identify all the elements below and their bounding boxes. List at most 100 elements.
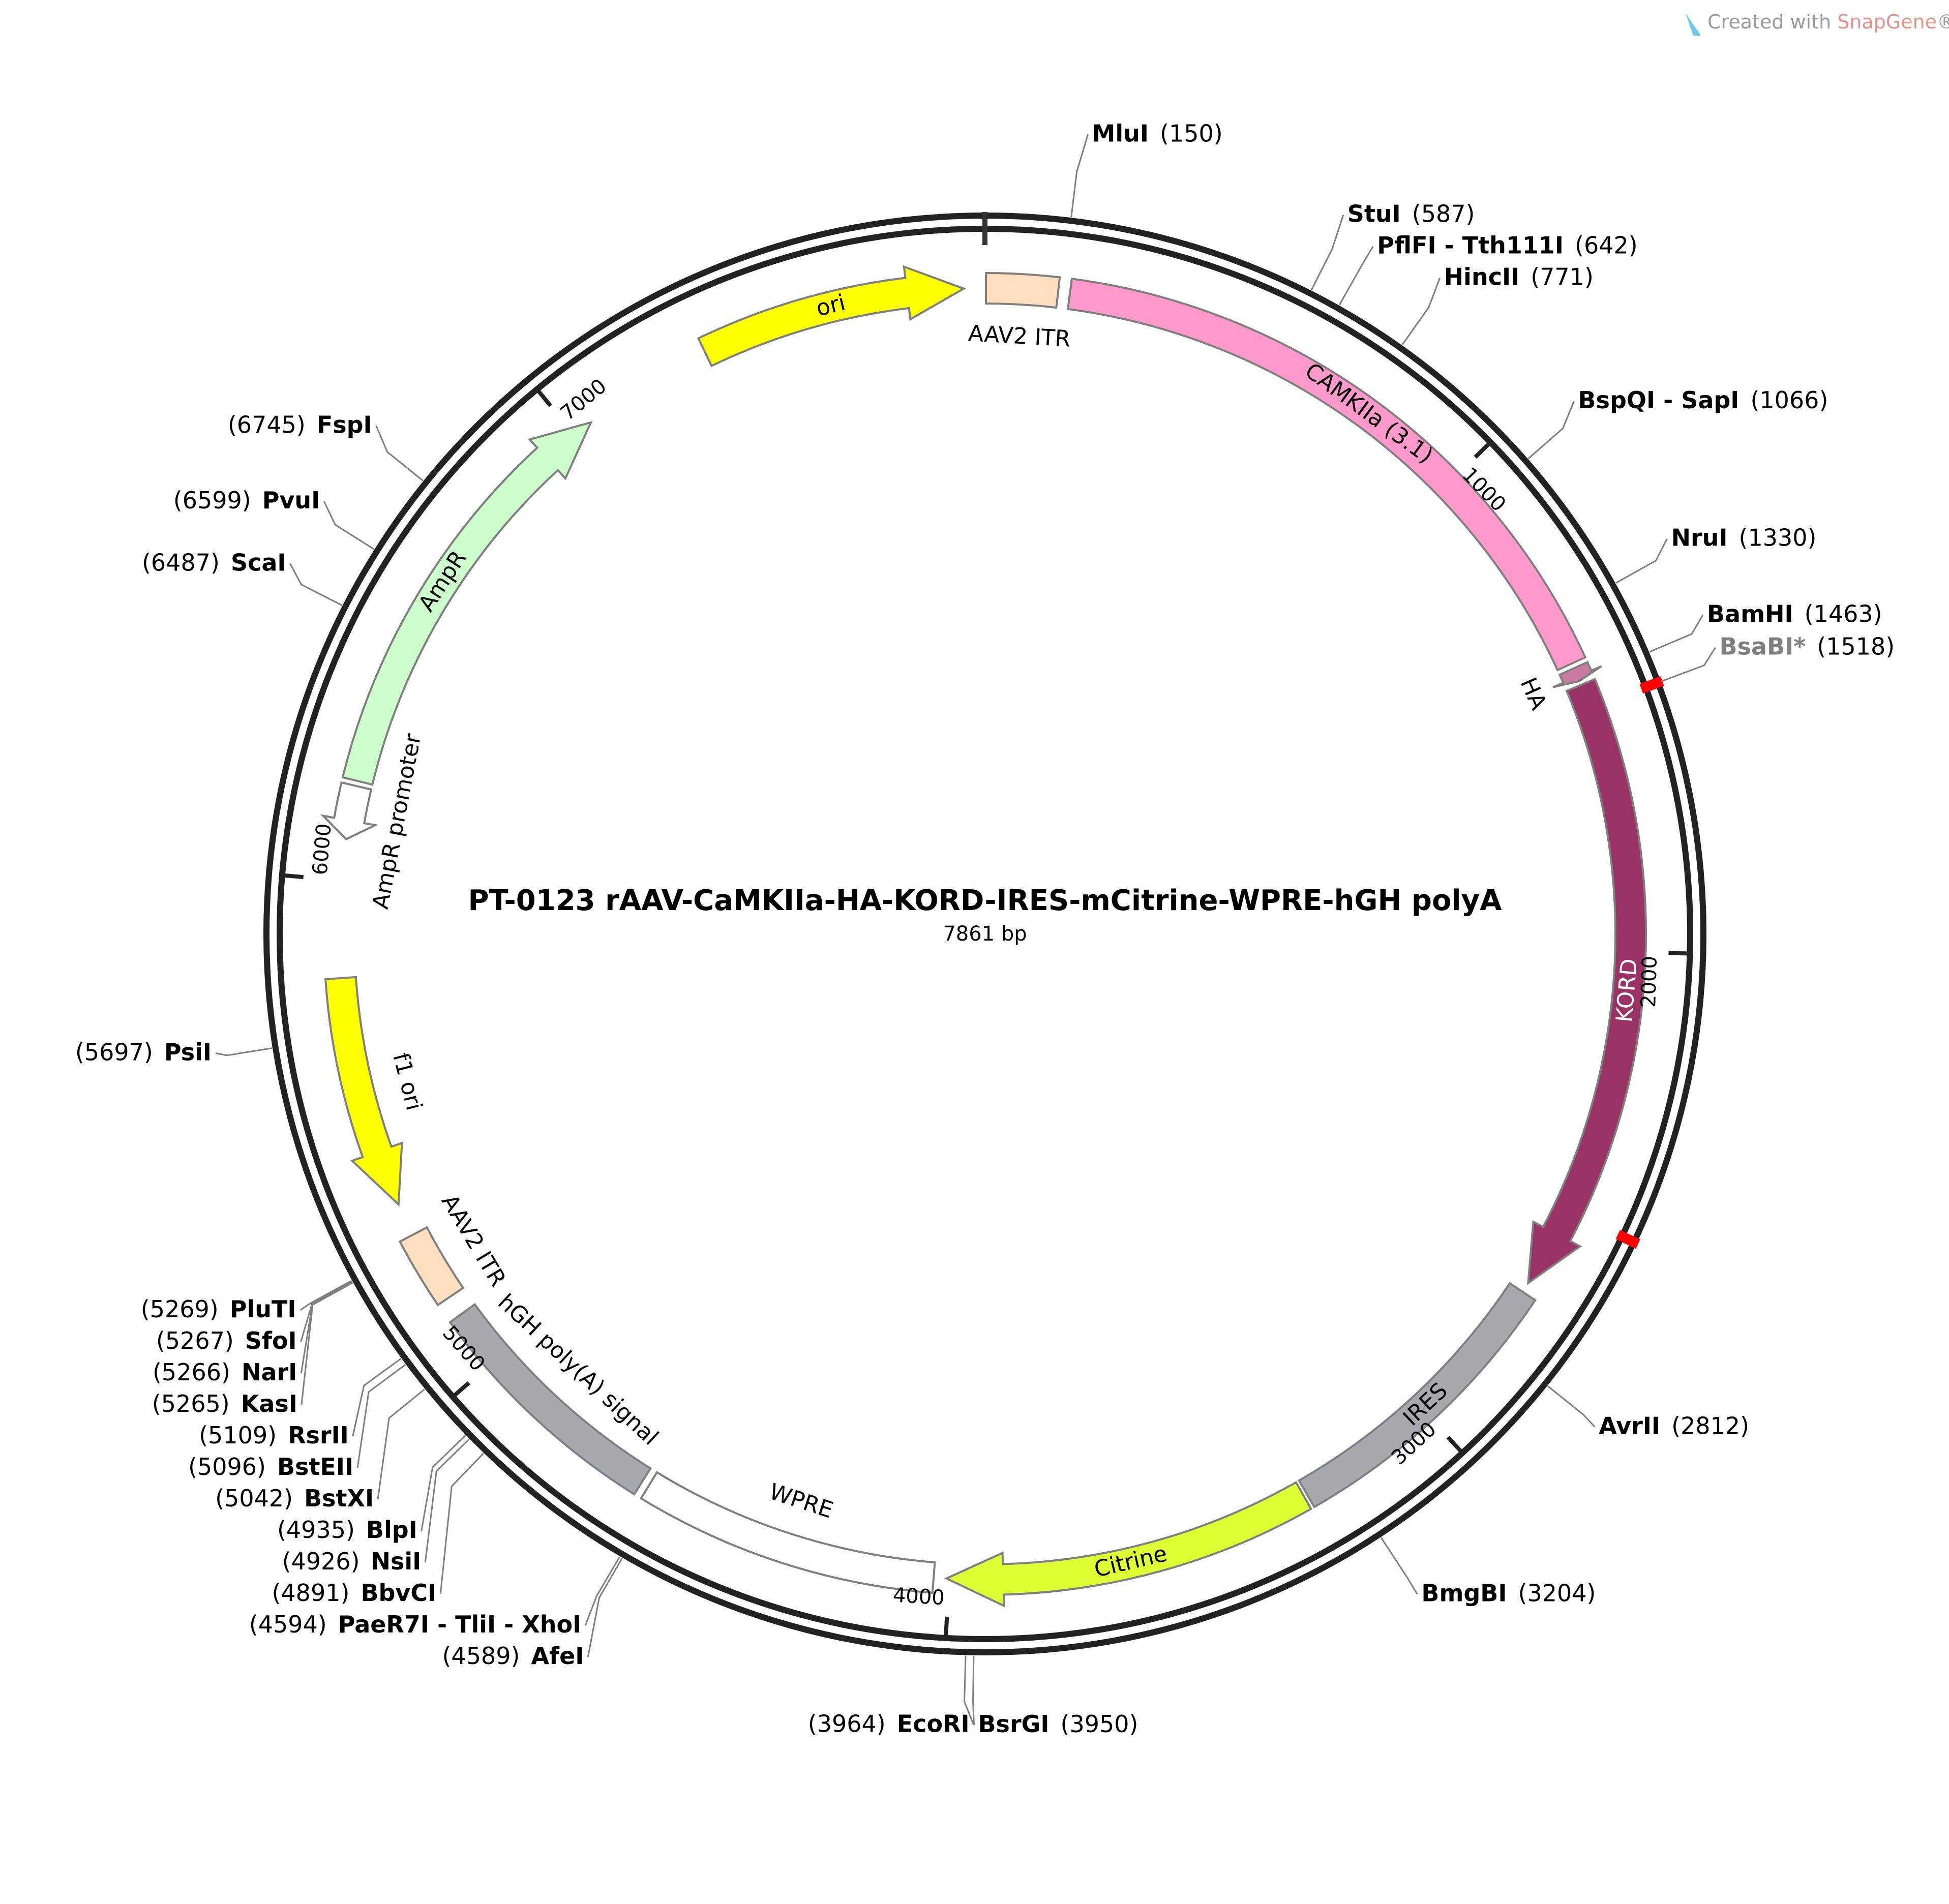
enzyme-name: BsrGI [978, 1710, 1050, 1738]
enzyme-name: EcoRI [897, 1710, 970, 1737]
enzyme-leader-line [1661, 647, 1716, 682]
enzyme-kasi: (5265) KasI [152, 1390, 297, 1417]
enzyme-name: NsiI [371, 1548, 422, 1575]
enzyme-position: (771) [1531, 263, 1594, 291]
enzyme-avrii: AvrII(2812) [1599, 1412, 1749, 1439]
feature-label: HA [1515, 674, 1551, 713]
enzyme-pvui: (6599)PvuI [173, 487, 320, 514]
enzyme-rsrii: (5109)RsrII [199, 1422, 349, 1449]
enzyme-leader-line [301, 1282, 353, 1405]
tick-mark [1446, 1436, 1462, 1453]
feature-f1-ori [324, 976, 403, 1207]
svg-text:Created with SnapGene®: Created with SnapGene® [1707, 11, 1949, 33]
enzyme-name: HincII [1444, 263, 1520, 291]
enzyme-pluti: (5269)PluTI [141, 1295, 296, 1323]
enzyme-position: (4589) [442, 1642, 520, 1670]
enzyme-position: (1066) [1750, 386, 1828, 414]
feature-aav2-itr [398, 1226, 465, 1307]
credit-brand: SnapGene [1837, 11, 1937, 33]
enzyme-bstxi: (5042)BstXI [215, 1485, 374, 1512]
enzyme-name: BstEII [277, 1453, 353, 1480]
plasmid-backbone [263, 212, 1706, 1655]
enzyme-paer7i-tlii-xhoi: (4594) PaeR7I - TliI - XhoI [249, 1611, 581, 1638]
highlight-marker [1615, 1230, 1640, 1249]
enzyme-position: (5697) [75, 1038, 153, 1066]
enzyme-position: (5109) [199, 1422, 277, 1449]
enzyme-leader-line [424, 1438, 470, 1563]
enzyme-name: FspI [317, 411, 372, 438]
enzyme-afei: (4589)AfeI [442, 1642, 584, 1670]
feature-label: f1 ori [387, 1050, 427, 1113]
enzyme-nrui: NruI (1330) [1671, 524, 1817, 552]
enzyme-leader-line [377, 1388, 425, 1500]
enzyme-leader-line [584, 1556, 620, 1626]
enzyme-scai: (6487) ScaI [142, 549, 286, 576]
enzyme-leader-line [1401, 278, 1441, 346]
tick-mark [284, 873, 304, 880]
enzyme-bbvci: (4891)BbvCI [272, 1579, 436, 1607]
enzyme-mlui: MluI (150) [1092, 119, 1223, 147]
enzyme-name: KasI [241, 1390, 297, 1417]
enzyme-fspi: (6745) FspI [228, 411, 372, 438]
enzyme-position: (5096) [188, 1453, 266, 1480]
enzyme-name: StuI [1347, 200, 1401, 228]
enzyme-bmgbi: BmgBI(3204) [1421, 1580, 1596, 1607]
enzyme-position: (3950) [1061, 1710, 1138, 1738]
enzyme-stui: StuI (587) [1347, 200, 1475, 228]
enzyme-leader-line [421, 1435, 466, 1531]
enzyme-leader-line [1649, 614, 1704, 653]
enzyme-position: (3964) [808, 1710, 886, 1737]
enzyme-position: (5265) [152, 1390, 230, 1417]
enzyme-name: NruI [1671, 524, 1728, 552]
enzyme-name: PsiI [164, 1038, 212, 1066]
enzyme-name: AvrII [1599, 1412, 1660, 1439]
snapgene-credit: Created with SnapGene® [1686, 11, 1949, 36]
enzyme-position: (150) [1160, 119, 1223, 147]
feature-label: AAV2 ITR [968, 320, 1071, 352]
enzyme-name: BlpI [366, 1516, 417, 1544]
feature-ires [1298, 1282, 1537, 1508]
enzyme-name: ScaI [231, 549, 286, 576]
enzyme-name: MluI [1092, 119, 1149, 147]
enzyme-position: (4926) [282, 1548, 360, 1575]
enzyme-position: (642) [1575, 232, 1638, 259]
plasmid-name: PT-0123 rAAV-CaMKIIa-HA-KORD-IRES-mCitri… [468, 884, 1503, 917]
enzyme-leader-line [289, 563, 343, 606]
enzyme-bsabi: BsaBI*(1518) [1720, 633, 1895, 660]
enzyme-name: PaeR7I - TliI - XhoI [338, 1611, 581, 1638]
enzyme-ecori: (3964) EcoRI [808, 1710, 970, 1737]
enzyme-leader-line [300, 1281, 353, 1342]
tick-label: 7000 [556, 374, 611, 425]
enzyme-name: BamHI [1707, 600, 1793, 628]
tick-mark [1474, 442, 1490, 459]
feature-ha [1552, 660, 1602, 688]
enzyme-nari: (5266)NarI [153, 1358, 297, 1386]
enzyme-leader-line [1547, 1385, 1596, 1428]
enzyme-leader-line [587, 1558, 623, 1657]
enzyme-name: SfoI [245, 1327, 297, 1354]
enzyme-position: (6487) [142, 549, 220, 576]
enzyme-position: (6745) [228, 411, 306, 438]
enzyme-position: (587) [1412, 200, 1475, 228]
enzyme-leader-line [1380, 1537, 1418, 1595]
tick-label: 2000 [1637, 955, 1662, 1008]
plasmid-center-label: PT-0123 rAAV-CaMKIIa-HA-KORD-IRES-mCitri… [468, 884, 1503, 946]
credit-mark: ® [1937, 11, 1949, 33]
feature-ampr [341, 420, 593, 786]
enzyme-leader-line [1310, 215, 1344, 291]
feature-label: KORD [1611, 957, 1643, 1023]
enzyme-bspqi-sapi: BspQI - SapI(1066) [1578, 386, 1828, 414]
tick-mark [944, 1616, 949, 1636]
enzyme-position: (4594) [249, 1611, 327, 1638]
enzyme-leader-line [1527, 401, 1575, 460]
enzyme-name: BsaBI* [1720, 633, 1806, 660]
tick-mark [537, 389, 552, 407]
feature-hgh-poly-a-signal [448, 1303, 652, 1496]
enzyme-position: (3204) [1518, 1580, 1596, 1607]
enzyme-name: BstXI [304, 1485, 374, 1512]
enzyme-leader-line [964, 1655, 974, 1725]
enzyme-leader-line [299, 1280, 352, 1311]
enzyme-position: (1330) [1739, 524, 1817, 552]
